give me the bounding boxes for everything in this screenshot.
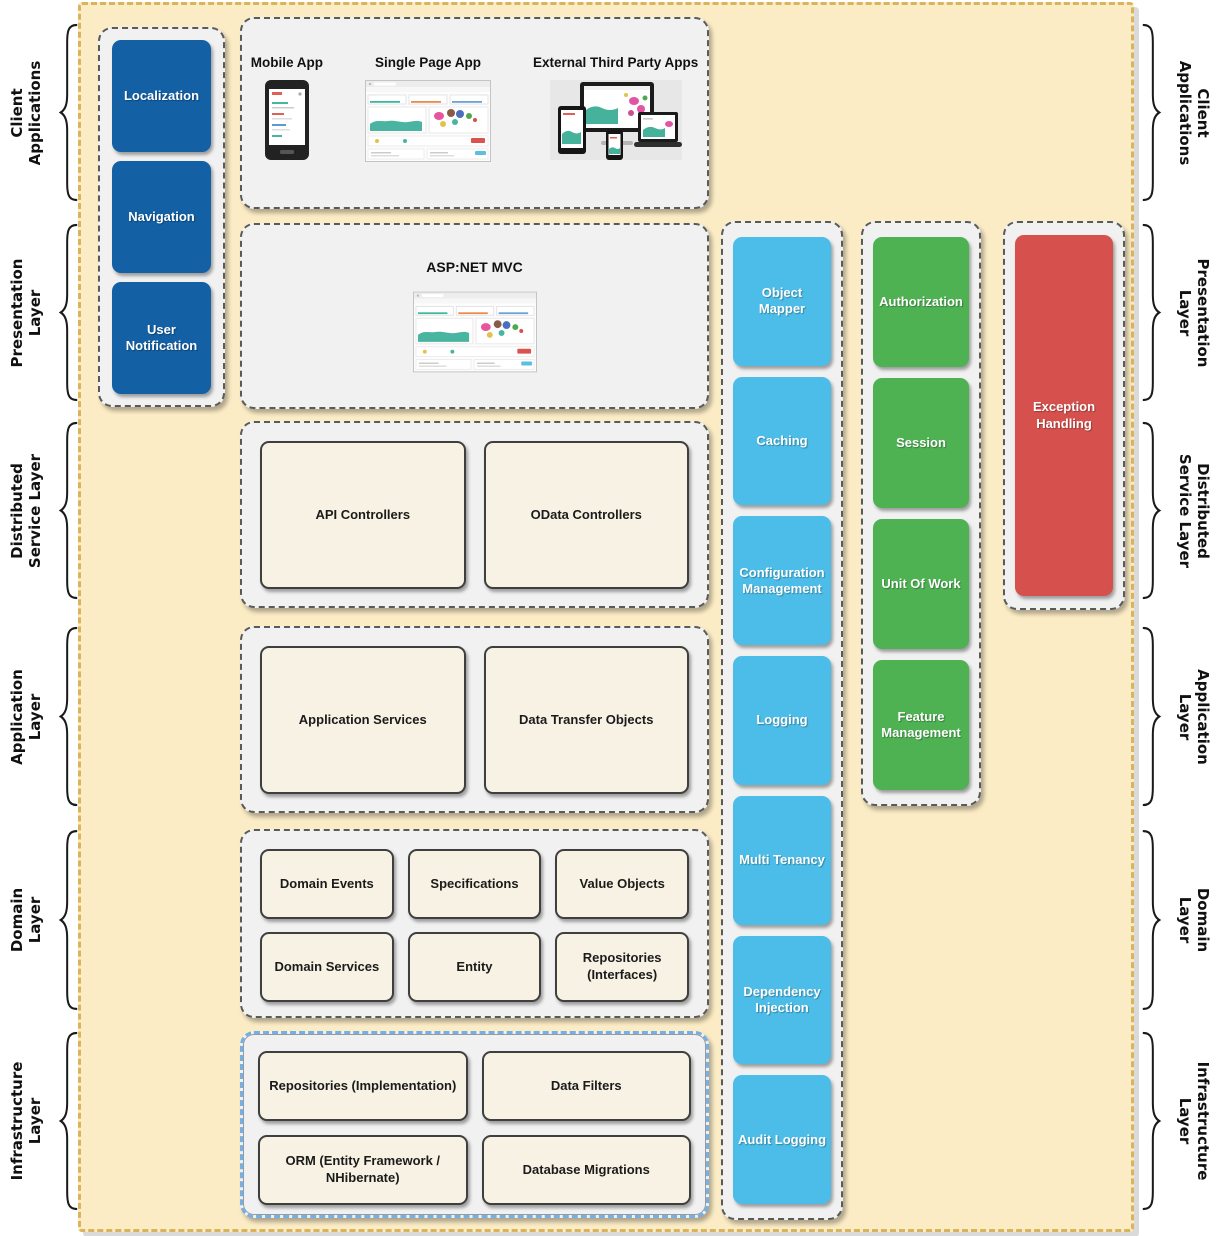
layer-label-right-domain: Domain Layer	[1138, 826, 1218, 1014]
domain-group: Domain Events Specifications Value Objec…	[240, 829, 709, 1018]
domain-services-box: Domain Services	[260, 932, 394, 1002]
left-brace-icon	[58, 421, 78, 600]
aspnet-mvc-image	[412, 291, 537, 373]
single-page-app-label: Single Page App	[374, 55, 481, 70]
left-brace-icon	[58, 829, 78, 1011]
unit-of-work-box: Unit Of Work	[873, 519, 969, 649]
entity-box: Entity	[407, 932, 542, 1002]
external-apps-image	[549, 80, 682, 160]
left-brace-icon	[58, 1031, 78, 1211]
orm-box: ORM (Entity Framework / NHibernate)	[258, 1135, 468, 1205]
value-objects-box: Value Objects	[555, 849, 689, 919]
layer-label-left-presentation: Presentation Layer	[0, 220, 80, 405]
odata-controllers-box: OData Controllers	[483, 441, 689, 589]
right-brace-icon	[1142, 626, 1162, 807]
layer-label-right-presentation: Presentation Layer	[1138, 220, 1218, 405]
layer-label-right-application: Application Layer	[1138, 623, 1218, 810]
database-migrations-box: Database Migrations	[481, 1135, 691, 1205]
single-page-app-image	[364, 80, 491, 162]
data-transfer-objects-box: Data Transfer Objects	[483, 646, 689, 794]
layer-label-left-infrastructure: Infrastructure Layer	[0, 1028, 80, 1214]
authorization-box: Authorization	[873, 237, 969, 367]
layer-label-left-application: Application Layer	[0, 623, 80, 810]
mobile-app-image	[264, 80, 309, 160]
diagram-panel: Localization Navigation User Notificatio…	[78, 2, 1134, 1232]
layer-label-left-distributed-service: Distributed Service Layer	[0, 418, 80, 603]
domain-events-box: Domain Events	[260, 849, 394, 919]
application-services-box: Application Services	[260, 646, 466, 794]
mobile-app-item: Mobile App	[251, 55, 323, 160]
specifications-box: Specifications	[407, 849, 542, 919]
external-apps-item: External Third Party Apps	[533, 55, 698, 160]
left-brace-icon	[58, 23, 78, 202]
caching-box: Caching	[733, 376, 831, 506]
cross-cutting-blue-column: Object Mapper Caching Configuration Mana…	[721, 221, 843, 1220]
layer-label-left-domain: Domain Layer	[0, 826, 80, 1014]
ui-services-group: Localization Navigation User Notificatio…	[98, 27, 225, 407]
presentation-title: ASP:NET MVC	[426, 259, 523, 275]
api-controllers-box: API Controllers	[260, 441, 466, 589]
right-brace-icon	[1142, 23, 1162, 202]
navigation-box: Navigation	[112, 161, 211, 273]
session-box: Session	[873, 378, 969, 508]
multi-tenancy-box: Multi Tenancy	[733, 795, 831, 925]
repositories-implementation-box: Repositories (Implementation)	[258, 1051, 468, 1121]
layer-label-right-distributed-service: Distributed Service Layer	[1138, 418, 1218, 603]
exception-handling-box: Exception Handling	[1015, 235, 1113, 596]
single-page-app-item: Single Page App	[364, 55, 491, 162]
logging-box: Logging	[733, 656, 831, 785]
external-apps-label: External Third Party Apps	[532, 55, 699, 70]
infrastructure-group: Repositories (Implementation) Data Filte…	[240, 1031, 709, 1218]
layer-label-left-client-applications: Client Applications	[0, 20, 80, 205]
localization-box: Localization	[112, 40, 211, 152]
dependency-injection-box: Dependency Injection	[733, 935, 831, 1065]
feature-management-box: Feature Management	[873, 660, 969, 790]
cross-cutting-red-column: Exception Handling	[1003, 221, 1125, 610]
cross-cutting-green-column: Authorization Session Unit Of Work Featu…	[861, 221, 981, 806]
right-brace-icon	[1142, 829, 1162, 1011]
configuration-management-box: Configuration Management	[733, 516, 831, 646]
layer-label-right-infrastructure: Infrastructure Layer	[1138, 1028, 1218, 1214]
client-applications-group: Mobile App	[240, 17, 709, 209]
left-brace-icon	[58, 626, 78, 807]
mobile-app-label: Mobile App	[250, 55, 323, 70]
data-filters-box: Data Filters	[481, 1051, 691, 1121]
layer-label-right-client-applications: Client Applications	[1138, 20, 1218, 205]
user-notification-box: User Notification	[112, 282, 211, 394]
repositories-interfaces-box: Repositories (Interfaces)	[555, 932, 689, 1002]
right-brace-icon	[1142, 421, 1162, 600]
right-brace-icon	[1142, 223, 1162, 402]
right-brace-icon	[1142, 1031, 1162, 1211]
object-mapper-box: Object Mapper	[733, 237, 831, 366]
presentation-group: ASP:NET MVC	[240, 223, 709, 409]
audit-logging-box: Audit Logging	[733, 1075, 831, 1205]
left-brace-icon	[58, 223, 78, 402]
distributed-service-group: API Controllers OData Controllers	[240, 421, 709, 608]
application-group: Application Services Data Transfer Objec…	[240, 626, 709, 813]
